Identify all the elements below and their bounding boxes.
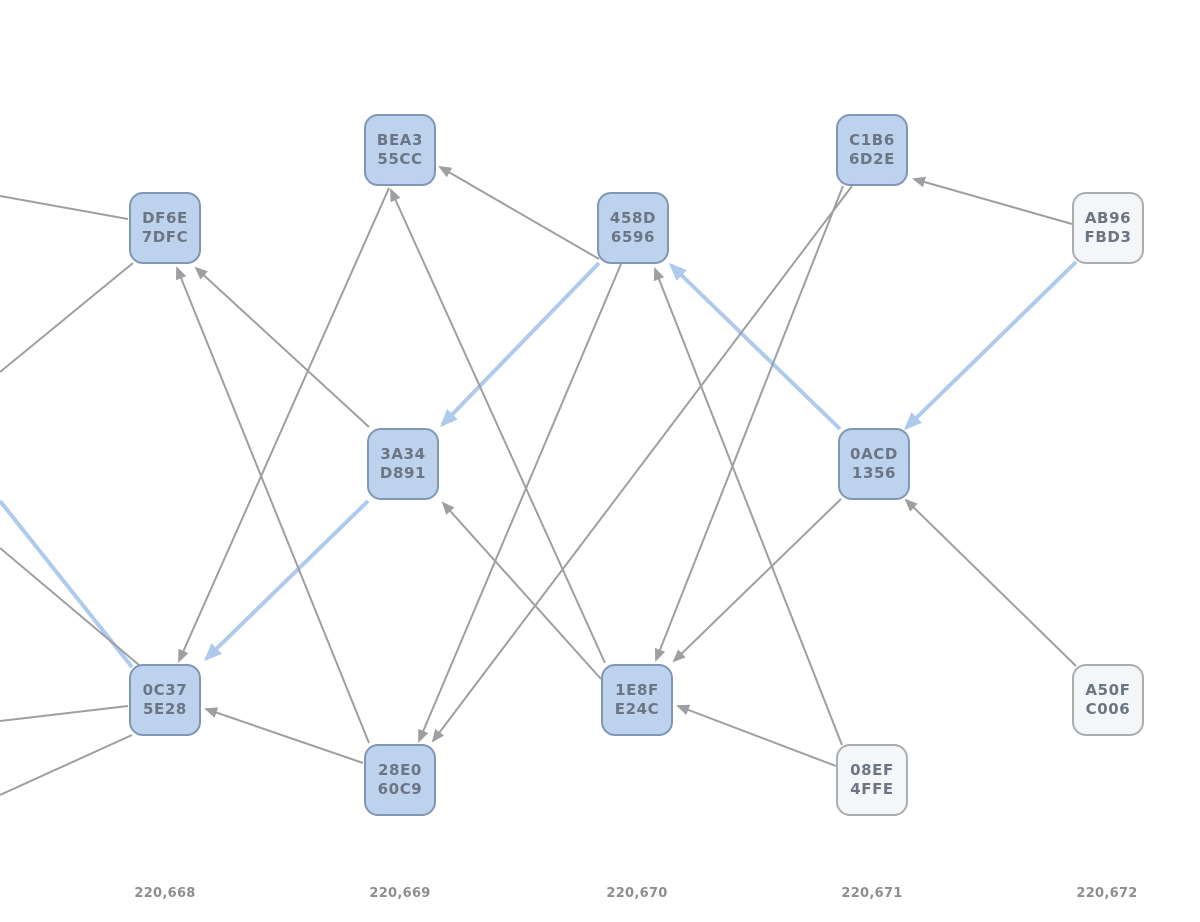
edge-0acd-1356-to-1e8f-e24c bbox=[672, 498, 842, 663]
node-label-line2: 6D2E bbox=[849, 150, 895, 168]
node-label-line2: 4FFE bbox=[850, 780, 894, 798]
axis-label-220672: 220,672 bbox=[1076, 886, 1138, 901]
node-label-line1: 1E8F bbox=[615, 680, 659, 699]
edge-1e8f-e24c-to-bea3-55cc bbox=[390, 188, 606, 664]
edge-3a34-d891-to-0c37-5e28 bbox=[203, 499, 370, 662]
edge-ab96-fbd3-to-0acd-1356 bbox=[903, 260, 1078, 431]
edge-1e8f-e24c-to-3a34-d891 bbox=[441, 501, 602, 680]
edge-0c37-5e28-to-offscreen-left-6 bbox=[0, 734, 133, 796]
node-label-line1: AB96 bbox=[1084, 208, 1132, 227]
edge-0acd-1356-to-458d-6596 bbox=[668, 262, 842, 431]
edge-28e0-60c9-to-0c37-5e28 bbox=[204, 707, 364, 764]
node-label-line2: D891 bbox=[379, 464, 427, 482]
node-label-line1: BEA3 bbox=[376, 130, 424, 149]
edge-0c37-5e28-to-offscreen-left-4 bbox=[0, 547, 140, 666]
node-label-line1: 0ACD bbox=[850, 444, 898, 463]
edge-0c37-5e28-to-offscreen-left-5 bbox=[0, 705, 129, 722]
edge-ab96-fbd3-to-c1b6-6d2e bbox=[912, 176, 1073, 225]
node-label-line2: 55CC bbox=[377, 150, 423, 168]
node-label-line1: 3A34 bbox=[380, 444, 426, 463]
edge-c1b6-6d2e-to-28e0-60c9 bbox=[431, 185, 853, 743]
axis-label-220671: 220,671 bbox=[841, 886, 903, 901]
node-label-line2: 5E28 bbox=[143, 700, 187, 718]
edge-df6e-7dfc-to-offscreen-left-2 bbox=[0, 262, 134, 373]
node-label-line1: 28E0 bbox=[378, 760, 422, 779]
edge-08ef-4ffe-to-1e8f-e24c bbox=[676, 704, 837, 767]
axis-label-220670: 220,670 bbox=[606, 886, 668, 901]
node-label-line2: 1356 bbox=[851, 464, 897, 482]
edge-28e0-60c9-to-df6e-7dfc bbox=[176, 266, 370, 744]
edge-df6e-7dfc-to-offscreen-left-1 bbox=[0, 195, 129, 220]
node-label-line2: E24C bbox=[614, 700, 660, 718]
edge-08ef-4ffe-to-458d-6596 bbox=[653, 267, 843, 746]
edge-458d-6596-to-bea3-55cc bbox=[438, 165, 600, 260]
edge-a50f-c006-to-0acd-1356 bbox=[904, 498, 1077, 667]
edge-bea3-55cc-to-0c37-5e28 bbox=[178, 187, 390, 663]
node-label-line2: FBD3 bbox=[1084, 228, 1132, 246]
node-label-line1: C1B6 bbox=[849, 130, 895, 149]
axis-label-220669: 220,669 bbox=[369, 886, 431, 901]
node-label-line1: 0C37 bbox=[142, 680, 188, 699]
edge-3a34-d891-to-df6e-7dfc bbox=[194, 266, 370, 428]
node-label-line1: A50F bbox=[1085, 680, 1131, 699]
edge-458d-6596-to-28e0-60c9 bbox=[418, 263, 622, 743]
node-label-line2: 6596 bbox=[610, 228, 656, 246]
node-label-line2: C006 bbox=[1085, 700, 1131, 718]
node-label-line2: 60C9 bbox=[377, 780, 423, 798]
node-label-line2: 7DFC bbox=[141, 228, 189, 246]
axis-label-220668: 220,668 bbox=[134, 886, 196, 901]
edge-458d-6596-to-3a34-d891 bbox=[439, 261, 601, 428]
edge-c1b6-6d2e-to-1e8f-e24c bbox=[654, 185, 844, 662]
edges-group bbox=[0, 165, 1078, 796]
node-label-line1: 458D bbox=[609, 208, 657, 227]
node-label-line1: DF6E bbox=[142, 208, 188, 227]
node-label-line1: 08EF bbox=[850, 760, 894, 779]
